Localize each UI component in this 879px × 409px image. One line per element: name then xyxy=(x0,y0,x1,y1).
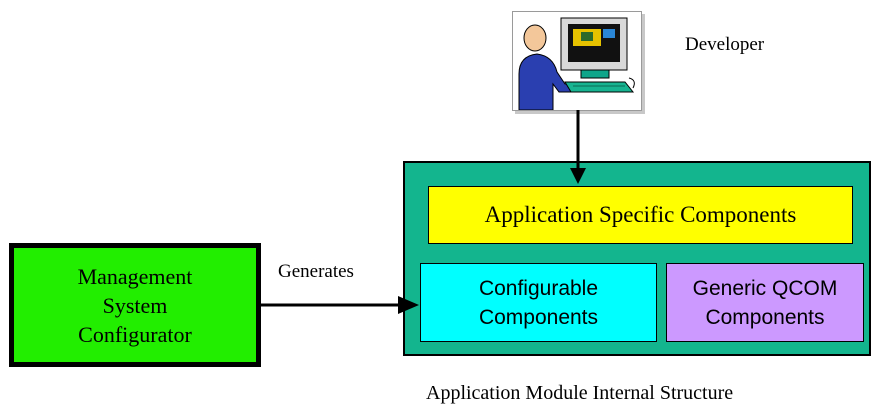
developer-image xyxy=(512,11,642,111)
configurator-label-line2: System xyxy=(102,292,168,318)
configurator-label-line3: Configurator xyxy=(78,321,192,347)
application-specific-components-label: Application Specific Components xyxy=(484,202,797,227)
configurable-components-box: Configurable Components xyxy=(420,263,657,342)
module-caption: Application Module Internal Structure xyxy=(426,382,734,404)
application-specific-components-box: Application Specific Components xyxy=(428,186,853,244)
configurator-label-line1: Management xyxy=(77,263,193,289)
generates-edge-label: Generates xyxy=(278,261,354,282)
configurable-components-label-line2: Components xyxy=(478,305,599,329)
generates-arrow xyxy=(261,296,419,314)
developer-at-computer-icon xyxy=(518,17,635,111)
management-system-configurator-box: Management System Configurator xyxy=(9,243,261,367)
configurable-components-label-line1: Configurable xyxy=(478,276,599,300)
developer-label: Developer xyxy=(685,34,765,55)
generic-qcom-components-box: Generic QCOM Components xyxy=(666,263,864,342)
generic-qcom-components-label-line2: Components xyxy=(705,305,825,329)
generic-qcom-components-label-line1: Generic QCOM xyxy=(692,276,838,300)
